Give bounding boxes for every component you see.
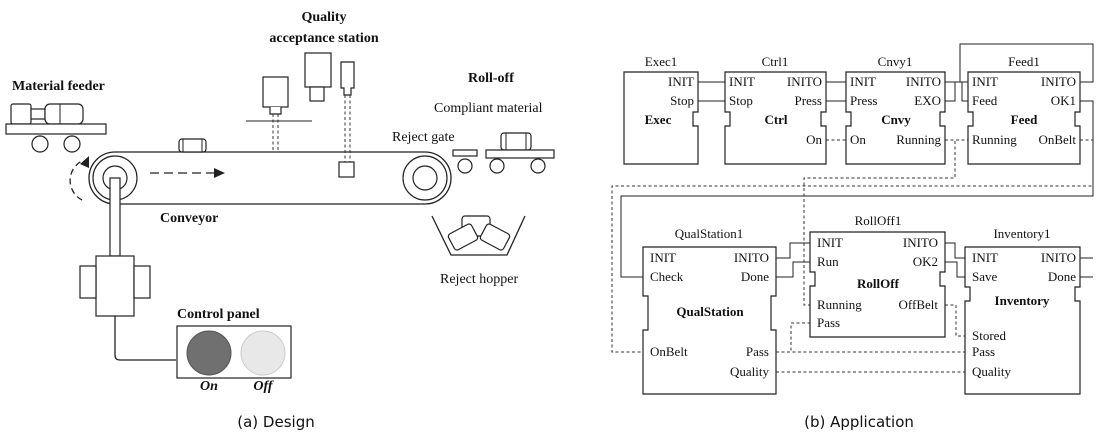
fb-cnvy-instance: Cnvy1 [878,54,913,69]
compliant-material-label: Compliant material [434,101,543,116]
fb-inv-in-3: Pass [972,344,995,359]
fb-qual-out-3: Quality [730,364,769,379]
application-panel: Exec1 INIT Stop Exec Ctrl1 INIT Stop INI… [611,43,1094,431]
fb-cnvy[interactable]: Cnvy1 INIT Press On INITO EXO Cnvy Runni… [845,54,946,165]
fb-cnvy-out-2: Running [896,132,941,147]
fb-qual-instance: QualStation1 [675,226,744,241]
fb-inventory[interactable]: Inventory1 INIT Save Stored Pass Quality… [964,226,1081,395]
fb-feed[interactable]: Feed1 INIT Feed Running INITO OK1 Feed O… [967,54,1081,165]
fb-exec-type: Exec [645,112,672,127]
drive-and-control: Control panel On Off [79,177,292,394]
fb-cnvy-in-0: INIT [850,74,876,89]
reject-gate-label: Reject gate [392,130,455,145]
fb-ctrl-out-1: Press [795,93,822,108]
off-label: Off [253,379,274,394]
fb-rolloff[interactable]: RollOff1 INIT Run Running Pass INITO OK2… [809,213,946,338]
fb-inv-instance: Inventory1 [993,226,1050,241]
fb-cnvy-in-1: Press [850,93,877,108]
fb-feed-in-2: Running [972,132,1017,147]
fb-cnvy-out-1: EXO [914,93,941,108]
fb-inv-out-1: Done [1048,269,1076,284]
fb-exec[interactable]: Exec1 INIT Stop Exec [623,54,699,165]
reject-hopper-label: Reject hopper [440,272,518,287]
fb-inv-in-4: Quality [972,364,1011,379]
fb-qualstation[interactable]: QualStation1 INIT Check OnBelt INITO Don… [642,226,777,395]
fb-ctrl-instance: Ctrl1 [762,54,789,69]
fb-qual-in-1: Check [650,269,684,284]
data-connections [611,139,1094,373]
quality-station: Quality acceptance station [246,10,379,178]
fb-inv-in-2: Stored [972,328,1006,343]
fb-roll-in-2: Running [817,297,862,312]
fb-roll-instance: RollOff1 [855,213,902,228]
fb-feed-instance: Feed1 [1008,54,1040,69]
fb-qual-in-2: OnBelt [650,344,688,359]
application-caption: (b) Application [804,413,914,431]
conveyor: Conveyor [69,138,452,226]
fb-inv-type: Inventory [995,293,1050,308]
roll-off-label: Roll-off [468,71,514,86]
on-label: On [200,379,218,394]
conveyor-label: Conveyor [160,211,218,226]
fb-ctrl[interactable]: Ctrl1 INIT Stop INITO Press Ctrl On [724,54,827,165]
fb-exec-instance: Exec1 [645,54,677,69]
fb-feed-out-1: OK1 [1051,93,1076,108]
fb-ctrl-type: Ctrl [764,112,787,127]
fb-roll-type: RollOff [857,276,900,291]
fb-inv-out-0: INITO [1041,250,1076,265]
control-panel-label: Control panel [177,307,260,322]
fb-ctrl-out-0: INITO [787,74,822,89]
fb-roll-in-0: INIT [817,235,843,250]
fb-cnvy-type: Cnvy [881,112,911,127]
fb-feed-out-2: OnBelt [1038,132,1076,147]
fb-feed-type: Feed [1011,112,1038,127]
off-button[interactable] [240,330,286,376]
design-panel: Material feeder Conveyor [5,10,555,431]
event-connections [620,43,1094,278]
fb-roll-out-0: INITO [903,235,938,250]
fb-inv-in-0: INIT [972,250,998,265]
fb-ctrl-in-1: Stop [729,93,753,108]
fb-qual-out-2: Pass [746,344,769,359]
fb-qual-out-1: Done [741,269,769,284]
fb-roll-out-2: OffBelt [899,297,939,312]
fb-ctrl-out-2: On [806,132,822,147]
fb-roll-out-1: OK2 [913,254,938,269]
fb-qual-in-0: INIT [650,250,676,265]
fb-ctrl-in-0: INIT [729,74,755,89]
fb-feed-in-1: Feed [972,93,998,108]
material-feeder-label: Material feeder [12,79,105,94]
fb-qual-type: QualStation [676,304,744,319]
quality-station-label-1: Quality [301,10,346,25]
fb-cnvy-in-2: On [850,132,866,147]
fb-qual-out-0: INITO [734,250,769,265]
fb-roll-in-3: Pass [817,315,840,330]
fb-feed-in-0: INIT [972,74,998,89]
fb-cnvy-out-0: INITO [906,74,941,89]
material-feeder: Material feeder [5,79,107,153]
quality-station-label-2: acceptance station [269,31,378,46]
design-caption: (a) Design [237,413,314,431]
fb-feed-out-0: INITO [1041,74,1076,89]
roll-off-area: Roll-off Compliant material Reject gate … [392,71,555,287]
on-button[interactable] [186,330,232,376]
fb-exec-out-0: INIT [668,74,694,89]
fb-inv-in-1: Save [972,269,998,284]
fb-exec-out-1: Stop [670,93,694,108]
fb-roll-in-1: Run [817,254,839,269]
